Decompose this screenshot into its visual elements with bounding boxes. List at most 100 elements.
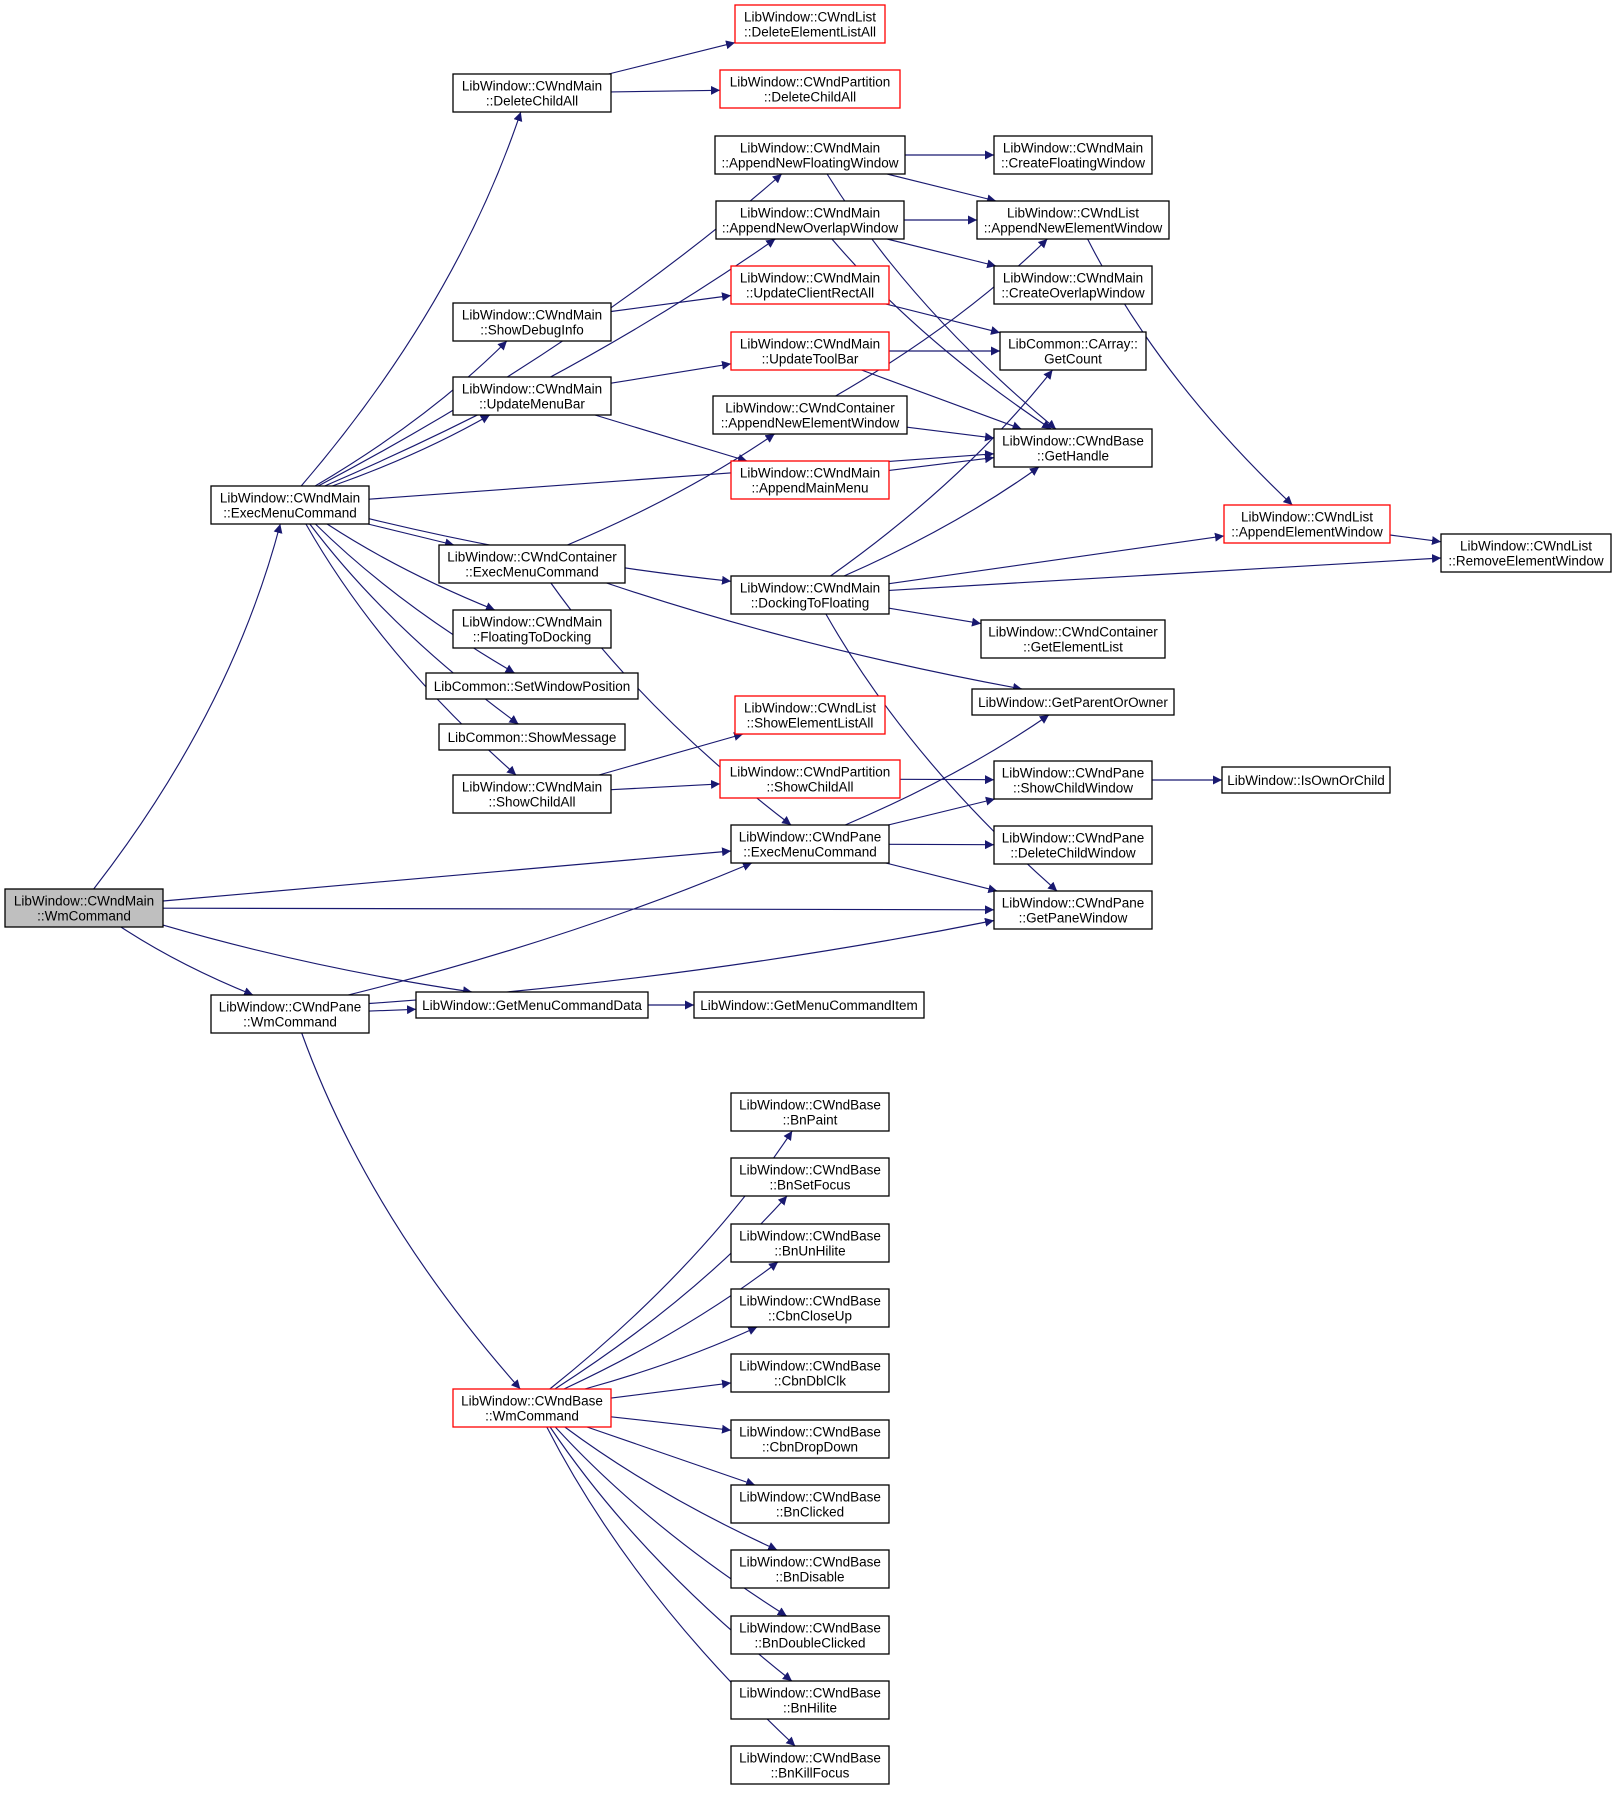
node-box[interactable]	[734, 4, 886, 44]
node-cont_appnew[interactable]: LibWindow::CWndContainer::AppendNewEleme…	[712, 395, 908, 435]
node-box[interactable]	[712, 395, 908, 435]
node-cbndblclk[interactable]: LibWindow::CWndBase::CbnDblClk	[730, 1353, 890, 1393]
node-box[interactable]	[730, 1092, 890, 1132]
node-box[interactable]	[452, 376, 612, 416]
node-bnsetfocus[interactable]: LibWindow::CWndBase::BnSetFocus	[730, 1157, 890, 1197]
node-box[interactable]	[730, 1615, 890, 1655]
node-cbndropdown[interactable]: LibWindow::CWndBase::CbnDropDown	[730, 1419, 890, 1459]
node-docktofloat[interactable]: LibWindow::CWndMain::DockingToFloating	[730, 575, 890, 615]
node-setwinpos[interactable]: LibCommon::SetWindowPosition	[425, 672, 639, 700]
node-pane_exec[interactable]: LibWindow::CWndPane::ExecMenuCommand	[730, 824, 890, 864]
node-box[interactable]	[730, 575, 890, 615]
node-box[interactable]	[452, 774, 612, 814]
node-box[interactable]	[730, 460, 890, 500]
node-box[interactable]	[715, 200, 905, 240]
node-box[interactable]	[993, 825, 1153, 865]
node-box[interactable]	[438, 723, 626, 751]
node-box[interactable]	[730, 1157, 890, 1197]
node-list_appnew[interactable]: LibWindow::CWndList::AppendNewElementWin…	[976, 200, 1170, 240]
node-list_delall[interactable]: LibWindow::CWndList::DeleteElementListAl…	[734, 4, 886, 44]
node-box[interactable]	[210, 994, 370, 1034]
node-box[interactable]	[730, 1353, 890, 1393]
node-box[interactable]	[730, 1419, 890, 1459]
node-bndisable[interactable]: LibWindow::CWndBase::BnDisable	[730, 1549, 890, 1589]
node-createoverlap[interactable]: LibWindow::CWndMain::CreateOverlapWindow	[993, 265, 1153, 305]
node-box[interactable]	[993, 135, 1153, 175]
node-box[interactable]	[452, 609, 612, 649]
node-box[interactable]	[425, 672, 639, 700]
node-getmenucmditem[interactable]: LibWindow::GetMenuCommandItem	[693, 991, 925, 1019]
node-pane_delchild[interactable]: LibWindow::CWndPane::DeleteChildWindow	[993, 825, 1153, 865]
node-updmenubar[interactable]: LibWindow::CWndMain::UpdateMenuBar	[452, 376, 612, 416]
node-base_wm[interactable]: LibWindow::CWndBase::WmCommand	[452, 1388, 612, 1428]
node-box[interactable]	[730, 1549, 890, 1589]
node-bnclicked[interactable]: LibWindow::CWndBase::BnClicked	[730, 1484, 890, 1524]
node-getmenucmddata[interactable]: LibWindow::GetMenuCommandData	[415, 991, 649, 1019]
node-floatdock[interactable]: LibWindow::CWndMain::FloatingToDocking	[452, 609, 612, 649]
node-box[interactable]	[452, 1388, 612, 1428]
node-showchildall_main[interactable]: LibWindow::CWndMain::ShowChildAll	[452, 774, 612, 814]
node-bnkillfocus[interactable]: LibWindow::CWndBase::BnKillFocus	[730, 1745, 890, 1785]
node-pane_getpane[interactable]: LibWindow::CWndPane::GetPaneWindow	[993, 890, 1153, 930]
node-box[interactable]	[452, 73, 612, 113]
node-getparentowner[interactable]: LibWindow::GetParentOrOwner	[971, 688, 1175, 716]
node-bnunhilite[interactable]: LibWindow::CWndBase::BnUnHilite	[730, 1223, 890, 1263]
node-box[interactable]	[714, 135, 906, 175]
node-cont_exec[interactable]: LibWindow::CWndContainer::ExecMenuComman…	[438, 544, 626, 584]
node-appmainmenu[interactable]: LibWindow::CWndMain::AppendMainMenu	[730, 460, 890, 500]
node-box[interactable]	[730, 1745, 890, 1785]
node-createfloat[interactable]: LibWindow::CWndMain::CreateFloatingWindo…	[993, 135, 1153, 175]
node-box[interactable]	[999, 331, 1147, 371]
node-box[interactable]	[730, 265, 890, 305]
node-box[interactable]	[730, 824, 890, 864]
node-box[interactable]	[1221, 766, 1391, 794]
node-box[interactable]	[980, 619, 1166, 659]
node-pane_showchild[interactable]: LibWindow::CWndPane::ShowChildWindow	[993, 760, 1153, 800]
node-appfloat[interactable]: LibWindow::CWndMain::AppendNewFloatingWi…	[714, 135, 906, 175]
node-box[interactable]	[730, 1223, 890, 1263]
node-box[interactable]	[730, 1484, 890, 1524]
node-box[interactable]	[415, 991, 649, 1019]
node-cbncloseup[interactable]: LibWindow::CWndBase::CbnCloseUp	[730, 1288, 890, 1328]
node-updclient[interactable]: LibWindow::CWndMain::UpdateClientRectAll	[730, 265, 890, 305]
node-bnpaint[interactable]: LibWindow::CWndBase::BnPaint	[730, 1092, 890, 1132]
node-box[interactable]	[1223, 504, 1391, 544]
node-box[interactable]	[730, 1288, 890, 1328]
node-box[interactable]	[4, 888, 164, 928]
node-box[interactable]	[730, 331, 890, 371]
node-showmsg[interactable]: LibCommon::ShowMessage	[438, 723, 626, 751]
node-box[interactable]	[993, 890, 1153, 930]
node-appoverlap[interactable]: LibWindow::CWndMain::AppendNewOverlapWin…	[715, 200, 905, 240]
node-box[interactable]	[734, 695, 886, 735]
node-getcount[interactable]: LibCommon::CArray::GetCount	[999, 331, 1147, 371]
node-list_remelem[interactable]: LibWindow::CWndList::RemoveElementWindow	[1440, 533, 1612, 573]
node-list_appelem[interactable]: LibWindow::CWndList::AppendElementWindow	[1223, 504, 1391, 544]
node-delchildall[interactable]: LibWindow::CWndMain::DeleteChildAll	[452, 73, 612, 113]
node-bnhilite[interactable]: LibWindow::CWndBase::BnHilite	[730, 1680, 890, 1720]
node-box[interactable]	[210, 485, 370, 525]
node-bndblclicked[interactable]: LibWindow::CWndBase::BnDoubleClicked	[730, 1615, 890, 1655]
node-box[interactable]	[971, 688, 1175, 716]
node-box[interactable]	[719, 759, 901, 799]
node-box[interactable]	[993, 760, 1153, 800]
node-main_exec[interactable]: LibWindow::CWndMain::ExecMenuCommand	[210, 485, 370, 525]
node-pane_wm[interactable]: LibWindow::CWndPane::WmCommand	[210, 994, 370, 1034]
node-part_showchildall[interactable]: LibWindow::CWndPartition::ShowChildAll	[719, 759, 901, 799]
node-showdebug[interactable]: LibWindow::CWndMain::ShowDebugInfo	[452, 302, 612, 342]
node-isownorchild[interactable]: LibWindow::IsOwnOrChild	[1221, 766, 1391, 794]
node-gethandle[interactable]: LibWindow::CWndBase::GetHandle	[993, 428, 1153, 468]
node-box[interactable]	[693, 991, 925, 1019]
node-box[interactable]	[993, 265, 1153, 305]
node-root[interactable]: LibWindow::CWndMain::WmCommand	[4, 888, 164, 928]
node-box[interactable]	[730, 1680, 890, 1720]
node-box[interactable]	[993, 428, 1153, 468]
node-box[interactable]	[438, 544, 626, 584]
node-updtoolbar[interactable]: LibWindow::CWndMain::UpdateToolBar	[730, 331, 890, 371]
node-box[interactable]	[1440, 533, 1612, 573]
node-part_delchildall[interactable]: LibWindow::CWndPartition::DeleteChildAll	[719, 69, 901, 109]
node-box[interactable]	[719, 69, 901, 109]
node-cont_getelemlist[interactable]: LibWindow::CWndContainer::GetElementList	[980, 619, 1166, 659]
node-box[interactable]	[452, 302, 612, 342]
node-list_showall[interactable]: LibWindow::CWndList::ShowElementListAll	[734, 695, 886, 735]
node-box[interactable]	[976, 200, 1170, 240]
